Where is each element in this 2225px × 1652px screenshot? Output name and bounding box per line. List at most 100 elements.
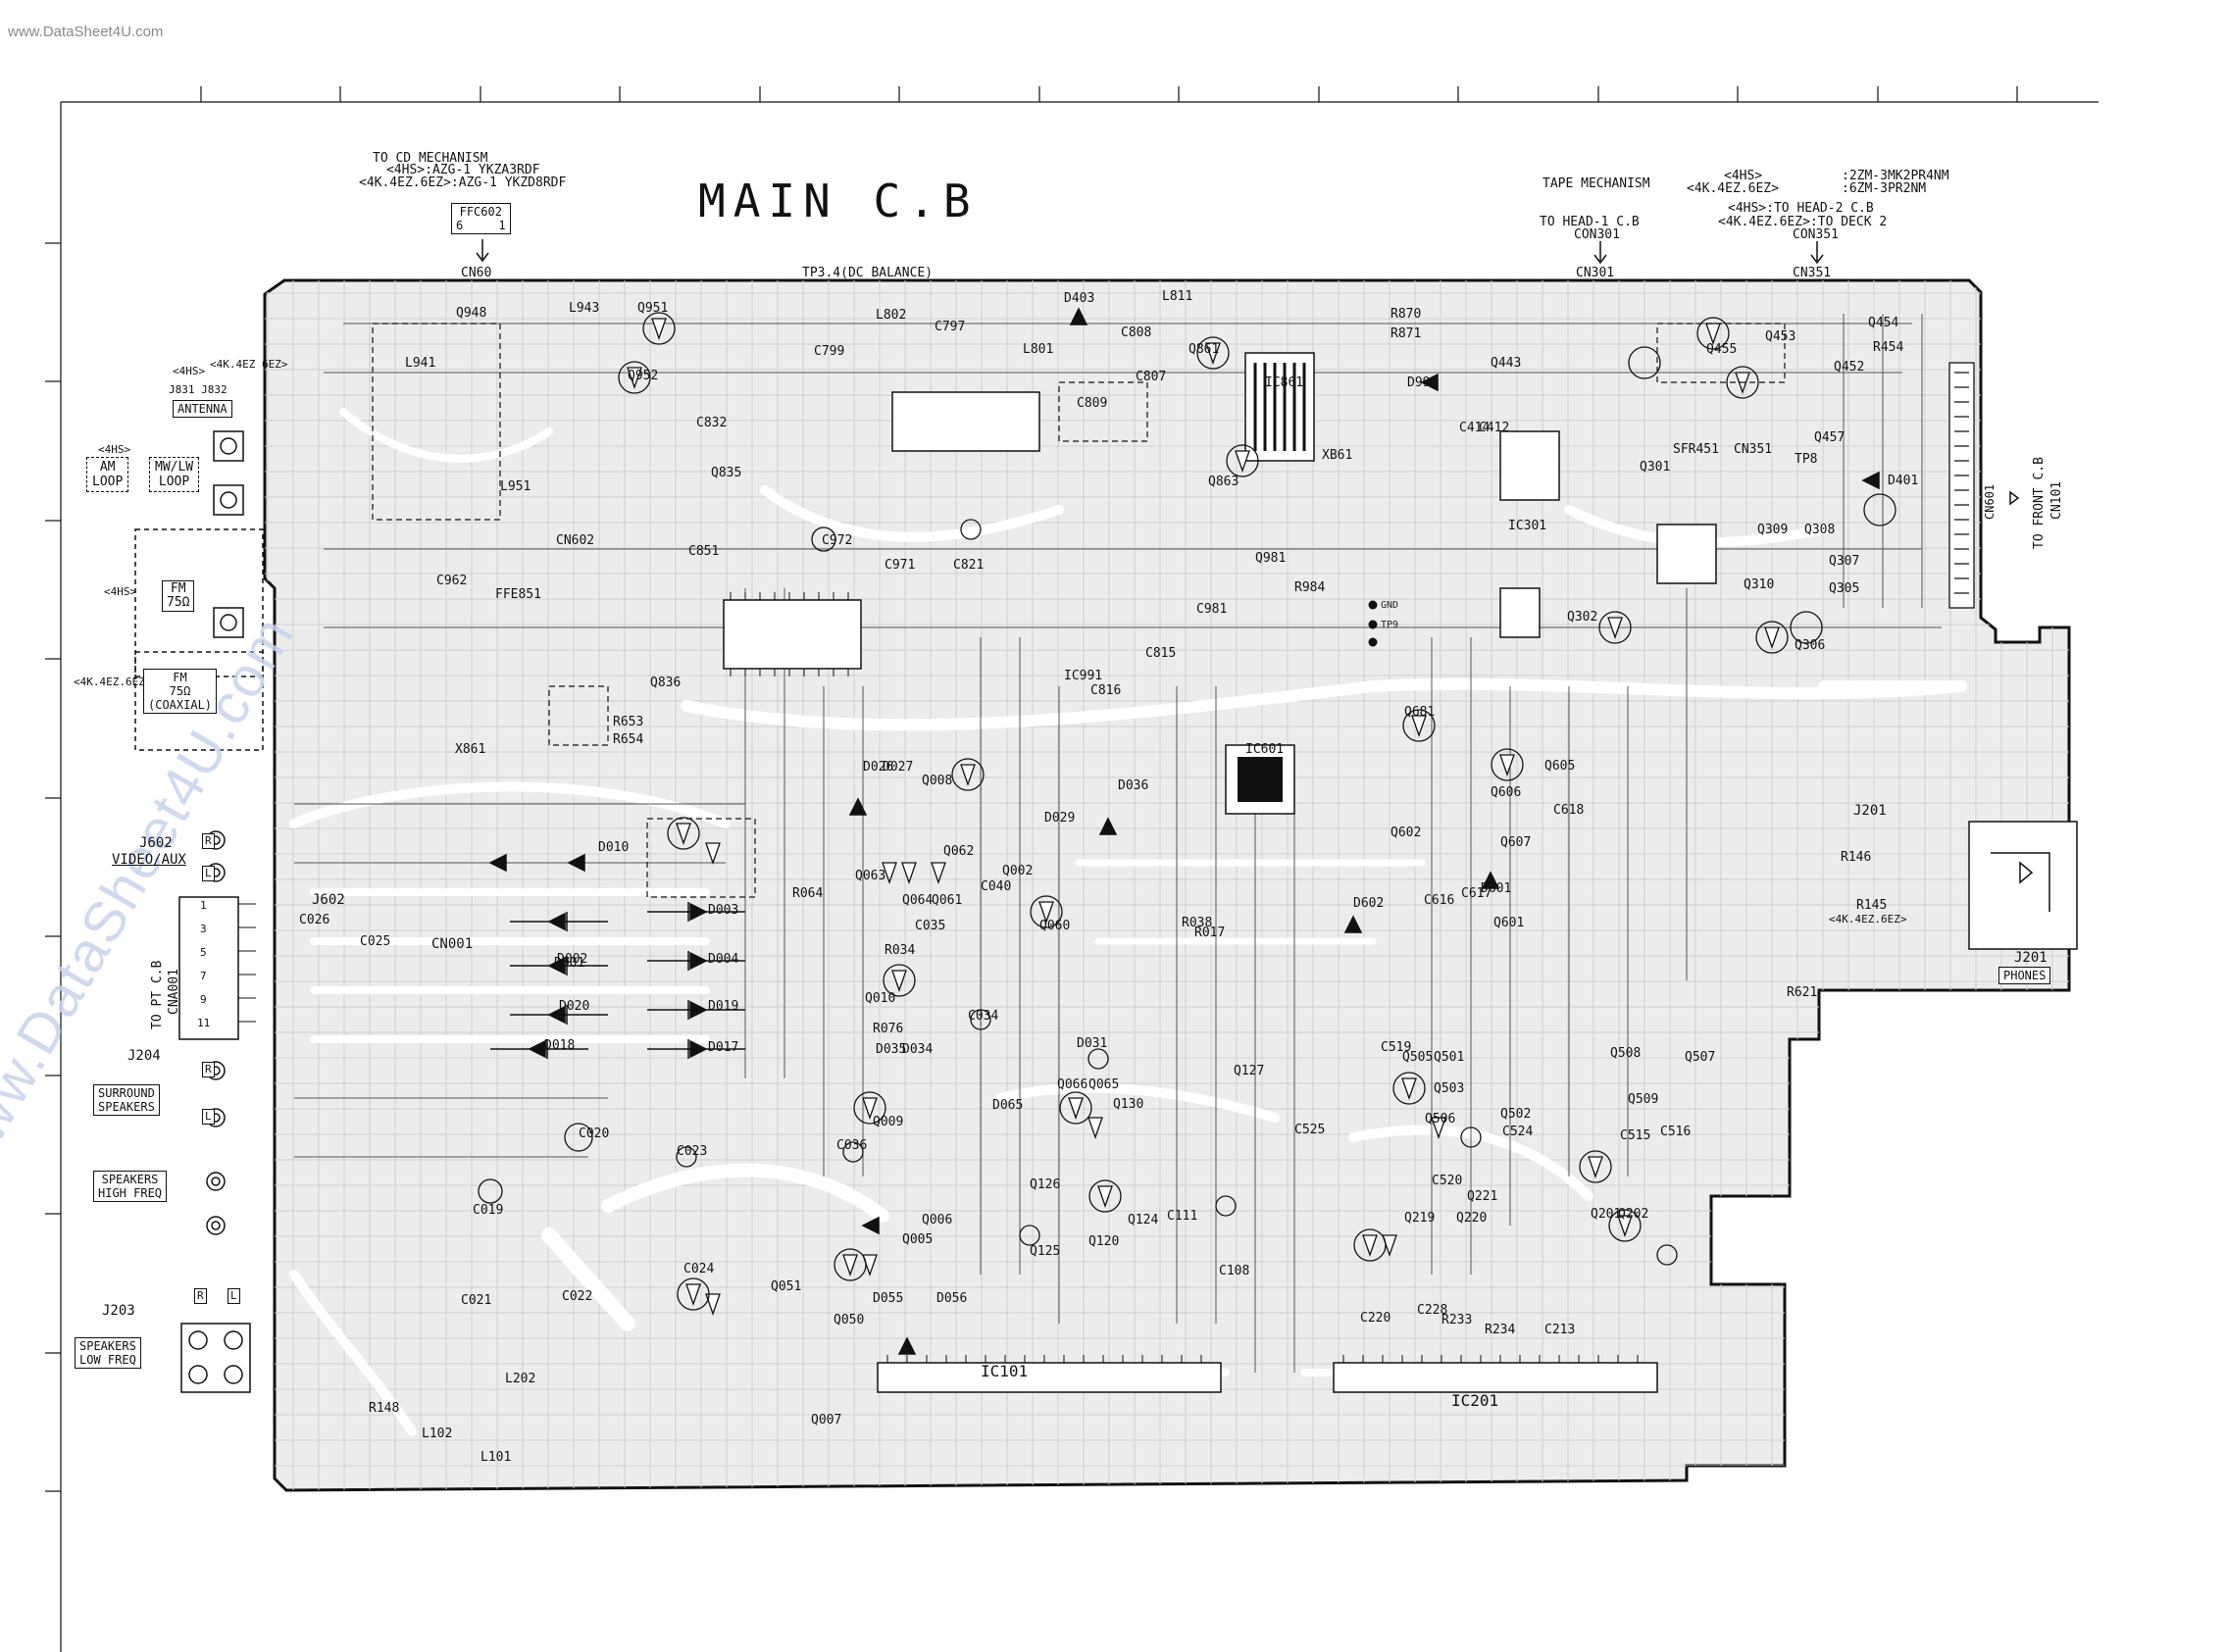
q305-label: Q305 — [1829, 581, 1860, 596]
q607-label: Q607 — [1500, 835, 1532, 850]
c962-label: C962 — [436, 574, 468, 588]
ffc602-pins: 6 1 — [456, 219, 506, 232]
j203-l-mark: L — [228, 1288, 240, 1304]
c520-label: C520 — [1432, 1174, 1463, 1188]
tp-dc-balance: TP3.4(DC BALANCE) — [802, 266, 934, 280]
q981-label: Q981 — [1255, 551, 1287, 566]
d002-label: D002 — [557, 952, 588, 967]
r871-label: R871 — [1391, 326, 1422, 341]
head2-line2: <4K.4EZ.6EZ>:TO DECK 2 — [1718, 215, 1888, 229]
j201-board-label: J201 — [1853, 803, 1887, 819]
antenna-jacks: J831 J832 — [169, 383, 228, 396]
tag-4k-fm: <4K.4EZ.6EZ> — [74, 676, 152, 688]
r146-label: R146 — [1841, 850, 1872, 865]
c797-label: C797 — [935, 320, 966, 334]
cn601-block — [1948, 362, 1975, 609]
d027-label: D027 — [883, 760, 914, 775]
d601-label: D601 — [1481, 881, 1512, 896]
q202-label: Q202 — [1618, 1207, 1649, 1222]
d056-label: D056 — [936, 1291, 968, 1306]
q064-label: Q064 — [902, 893, 934, 908]
d019-label: D019 — [708, 999, 739, 1014]
c035-label: C035 — [915, 919, 946, 933]
head1-line2: CON301 — [1574, 227, 1620, 242]
cn001-pins — [238, 903, 256, 1023]
video-aux-label: VIDEO/AUX — [112, 852, 186, 868]
q454-label: Q454 — [1868, 316, 1899, 330]
l102-label: L102 — [422, 1427, 453, 1441]
d017-label: D017 — [708, 1040, 739, 1055]
j203-label: J203 — [102, 1303, 135, 1319]
ffc602-pin-6: 6 — [456, 219, 464, 232]
head2-line1: <4HS>:TO HEAD-2 C.B — [1728, 201, 1874, 216]
q065-label: Q065 — [1088, 1077, 1120, 1092]
spk-high-line2: HIGH FREQ — [98, 1186, 163, 1200]
q002-label: Q002 — [1002, 864, 1034, 878]
thin-traces — [294, 314, 1942, 1373]
to-pt-cb-label: TO PT C.B — [150, 960, 165, 1029]
tape-title: TAPE MECHANISM — [1542, 176, 1650, 191]
d018-label: D018 — [544, 1038, 576, 1053]
ffe851-label: FFE851 — [495, 587, 541, 602]
j204-r-mark: R — [202, 1062, 215, 1077]
c815-label: C815 — [1145, 646, 1177, 661]
watermark-top[interactable]: www.DataSheet4U.com — [8, 24, 164, 40]
cn001-pin-3: 3 — [200, 923, 207, 935]
cn351-board-label: TP8 — [1795, 452, 1818, 467]
cn101-label: CN101 — [2049, 480, 2064, 520]
head1-line1: TO HEAD-1 C.B — [1540, 215, 1640, 229]
q309-label: Q309 — [1757, 523, 1789, 537]
tape-4k-model: :6ZM-3PR2NM — [1842, 181, 1927, 196]
r234-label: R234 — [1485, 1323, 1516, 1337]
q605-label: Q605 — [1544, 759, 1576, 774]
c020-label: C020 — [579, 1126, 610, 1141]
d055-label: D055 — [873, 1291, 904, 1306]
c851-label: C851 — [688, 544, 720, 559]
cna001-label: CNA001 — [167, 969, 181, 1015]
tape-4k: <4K.4EZ.6EZ> — [1687, 181, 1779, 196]
l951-label: L951 — [500, 479, 531, 494]
board-title: MAIN C.B — [698, 175, 979, 227]
c808-label: C808 — [1121, 325, 1152, 340]
q051-label: Q051 — [771, 1279, 802, 1294]
ic201-label: IC201 — [1451, 1391, 1499, 1410]
c809-label: C809 — [1077, 396, 1108, 411]
head2-line3: CON351 — [1793, 227, 1839, 242]
am-loop-line1: AM — [99, 460, 116, 475]
r148-label: R148 — [369, 1401, 400, 1416]
q501-label: Q501 — [1434, 1050, 1465, 1065]
c034-label: C034 — [968, 1009, 999, 1024]
j602-r-mark: R — [202, 833, 215, 849]
frame — [45, 86, 2099, 1652]
d003-label: D003 — [708, 903, 739, 918]
cn001-pin-1: 1 — [200, 899, 207, 912]
r076-label: R076 — [873, 1022, 904, 1036]
q455-label: Q455 — [1706, 342, 1738, 357]
ffc602-label: FFC602 — [459, 205, 502, 219]
mw-lw-loop-label: MW/LW LOOP — [149, 457, 200, 492]
c024-label: C024 — [683, 1262, 715, 1277]
d034-label: D034 — [902, 1042, 934, 1057]
q863-label: Q863 — [1208, 475, 1239, 489]
d036-label: D036 — [1118, 778, 1149, 793]
r034-label: R034 — [885, 943, 916, 958]
r621-label: R621 — [1787, 985, 1818, 1000]
d001-label: D001 — [554, 956, 585, 971]
q952-label: Q952 — [628, 369, 659, 383]
j602-label: J602 — [139, 835, 173, 851]
q066-label: Q066 — [1057, 1077, 1088, 1092]
fm-coax-line1: FM — [173, 671, 187, 684]
c021-label: C021 — [461, 1293, 492, 1308]
r145-label: R145 — [1856, 898, 1888, 913]
c524-label: C524 — [1502, 1125, 1534, 1139]
d602-label: D602 — [1353, 896, 1385, 911]
r233-label: R233 — [1441, 1313, 1473, 1327]
c040-label: C040 — [981, 879, 1012, 894]
antenna-tag-4hs: <4HS> — [173, 365, 206, 377]
q125-label: Q125 — [1030, 1244, 1061, 1259]
q120-label: Q120 — [1088, 1234, 1120, 1249]
c519-label: C519 — [1381, 1040, 1412, 1055]
tape-4hs-model: :2ZM-3MK2PR4NM — [1842, 169, 1949, 183]
left-jacks — [134, 430, 264, 1393]
c807-label: C807 — [1136, 370, 1167, 384]
